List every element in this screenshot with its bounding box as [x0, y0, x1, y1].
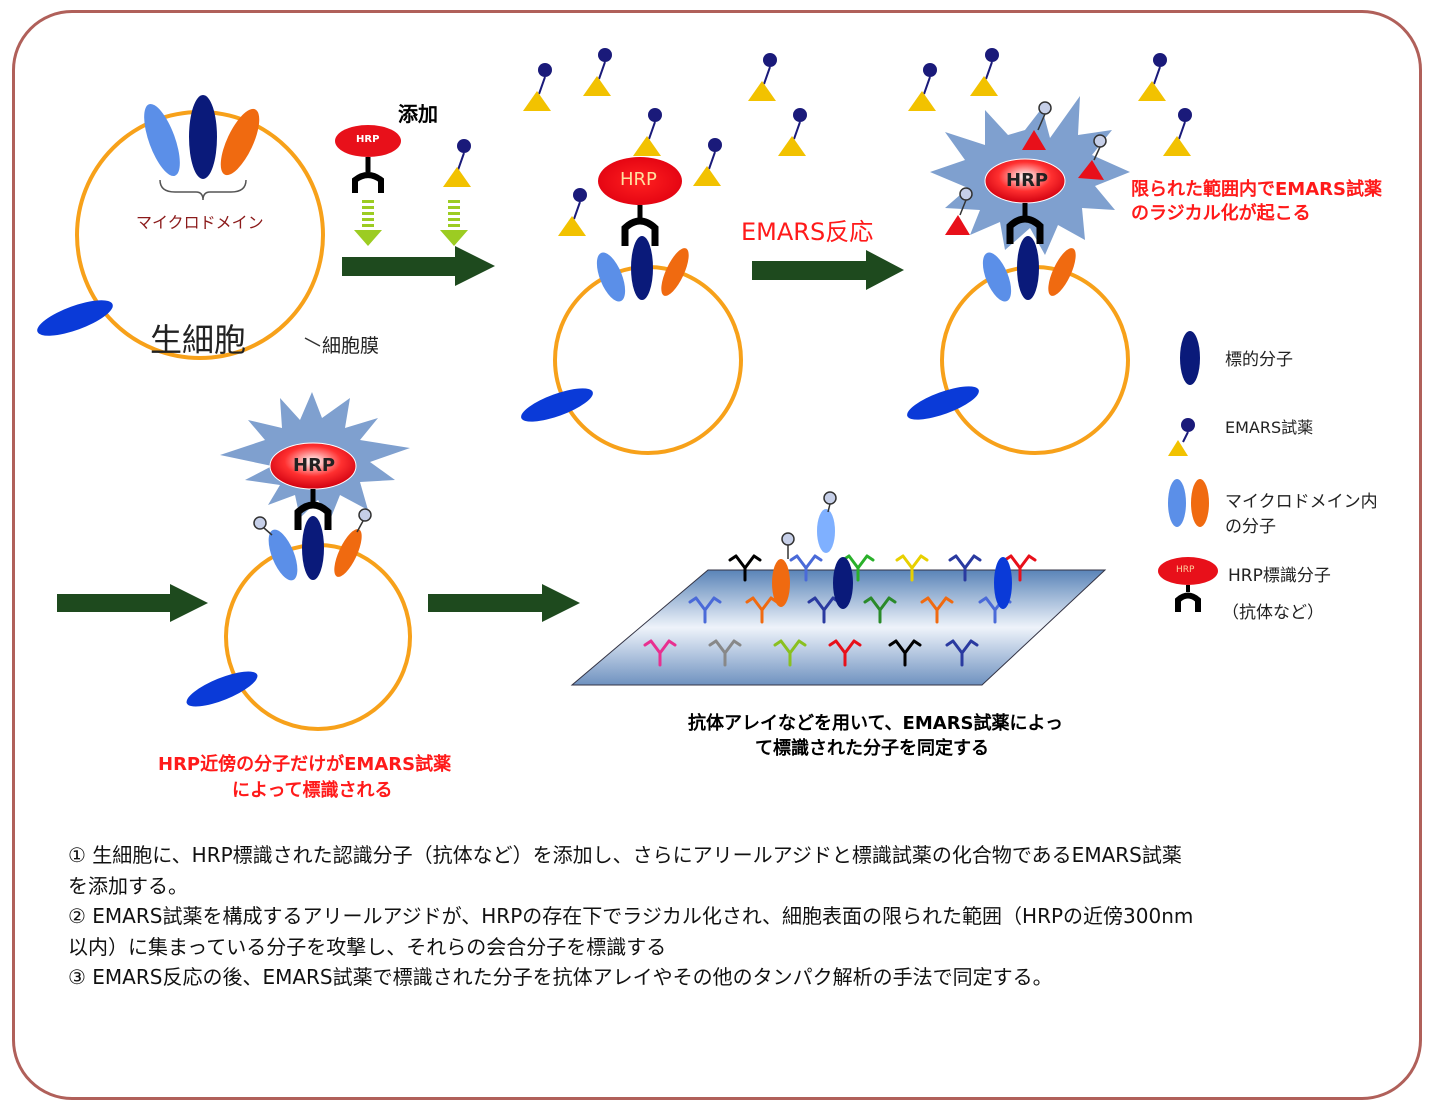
note-line-3: ② EMARS試薬を構成するアリールアジドが、HRPの存在下でラジカル化され、細… [68, 904, 1194, 928]
microdomain-brace [159, 179, 247, 201]
emars-reaction-label: EMARS反応 [741, 218, 874, 246]
microdomain-molecule-blue [144, 104, 180, 176]
panel-4-cell [186, 392, 412, 731]
cell-membrane-label: 細胞膜 [322, 335, 380, 357]
legend-microdomain-text-1: マイクロドメイン内 [1225, 492, 1378, 512]
limited-range-line2: のラジカル化が起こる [1131, 203, 1311, 224]
add-step [335, 125, 471, 246]
legend-icons [1158, 331, 1218, 612]
legend-antibody-text: （抗体など） [1222, 603, 1324, 623]
microdomain-molecule-orange [220, 108, 260, 176]
legend-target-text: 標的分子 [1225, 350, 1293, 370]
legend-target-icon [1180, 331, 1200, 385]
target-molecule [189, 95, 217, 179]
legend-reagent-icon [1168, 418, 1195, 456]
panel-1-cell [37, 95, 325, 360]
antibody-array [570, 491, 1107, 686]
note-line-5: ③ EMARS反応の後、EMARS試薬で標識された分子を抗体アレイやその他のタン… [68, 965, 1053, 989]
panel-3-cell [907, 96, 1130, 455]
near-hrp-line2: によって標識される [232, 780, 393, 801]
hrp-label-small: HRP [356, 134, 380, 145]
process-arrows [57, 246, 904, 622]
emars-reagents-free [523, 48, 1192, 236]
legend-hrp-text: HRP標識分子 [1228, 566, 1331, 586]
panel-2-cell [521, 157, 743, 455]
legend-microdomain-text-2: の分子 [1225, 517, 1276, 537]
live-cell-label: 生細胞 [150, 321, 247, 359]
hrp-label-legend: HRP [1176, 565, 1195, 575]
legend-blue-molecule [1168, 479, 1186, 527]
note-line-4: 以内）に集まっている分子を攻撃し、それらの会合分子を標識する [68, 934, 667, 959]
array-line1: 抗体アレイなどを用いて、EMARS試薬によっ [688, 713, 1063, 734]
hrp-label-panel4: HRP [293, 455, 336, 476]
legend-reagent-text: EMARS試薬 [1225, 418, 1314, 437]
microdomain-label: マイクロドメイン [136, 213, 264, 232]
membrane-molecule [37, 300, 113, 336]
explanation-notes: ① 生細胞に、HRP標識された認識分子（抗体など）を添加し、さらにアリールアジド… [68, 840, 1398, 993]
note-line-2: を添加する。 [68, 873, 188, 898]
note-line-1: ① 生細胞に、HRP標識された認識分子（抗体など）を添加し、さらにアリールアジド… [68, 843, 1182, 867]
add-label: 添加 [398, 102, 438, 126]
near-hrp-line1: HRP近傍の分子だけがEMARS試薬 [158, 754, 452, 775]
legend-orange-molecule [1191, 479, 1209, 527]
limited-range-line1: 限られた範囲内でEMARS試薬 [1131, 179, 1382, 200]
hrp-label-panel3: HRP [1006, 170, 1049, 191]
legend-hrp-icon [1158, 557, 1218, 612]
hrp-label-panel2: HRP [620, 169, 657, 190]
array-line2: て標識された分子を同定する [755, 738, 989, 759]
